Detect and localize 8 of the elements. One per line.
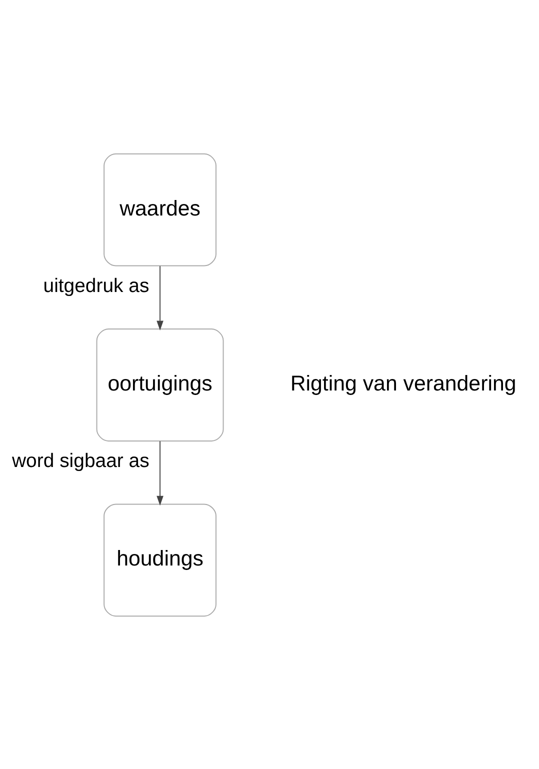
- node-box: houdings: [104, 503, 216, 616]
- arrow: [156, 440, 164, 506]
- node-box: waardes: [104, 152, 216, 266]
- edge-label: word sigbaar as: [12, 449, 150, 472]
- label: Rigting van verandering: [290, 370, 516, 395]
- node-box: oortuigings: [96, 328, 224, 441]
- edge-label: uitgedruk as: [43, 274, 150, 296]
- arrow: [156, 265, 164, 330]
